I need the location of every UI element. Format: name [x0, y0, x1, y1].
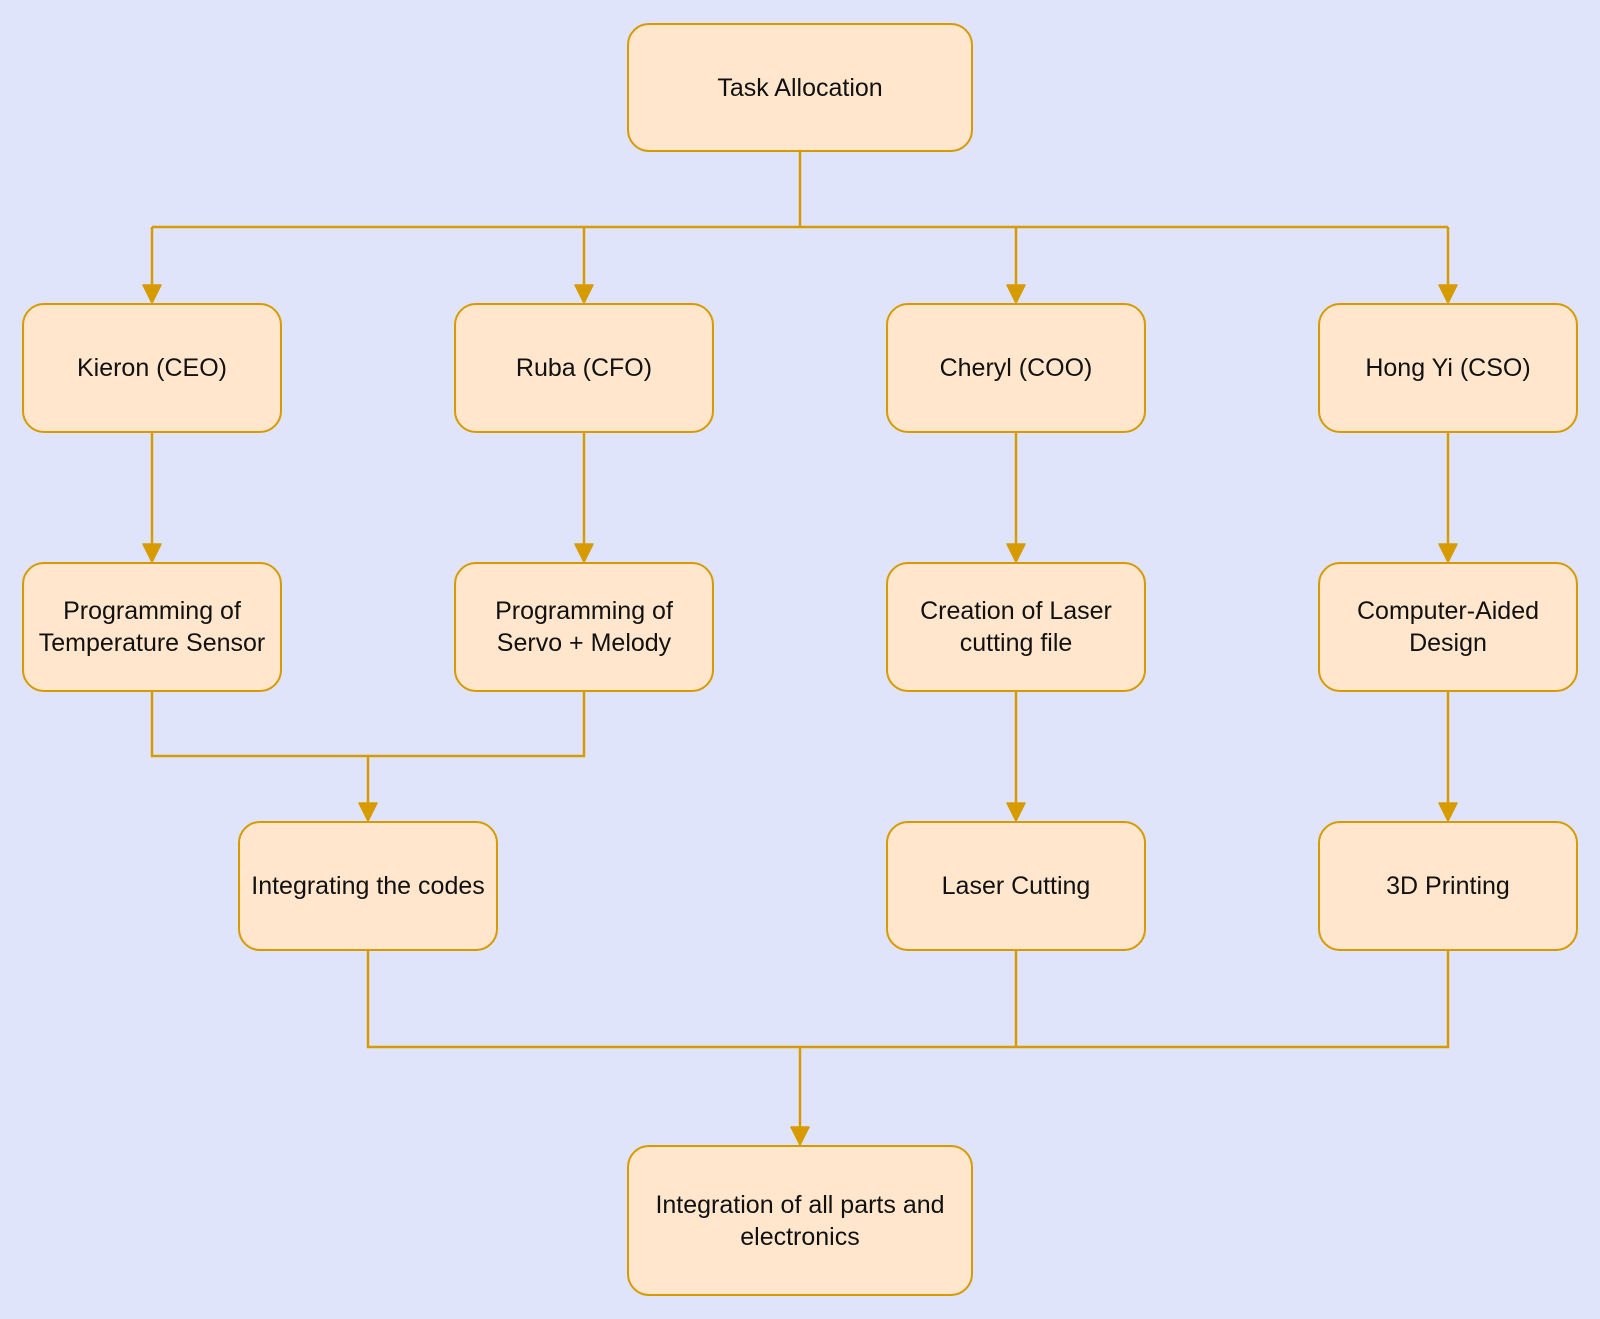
node-label: Ruba (CFO): [515, 354, 653, 382]
node-programming-temperature-sensor: Programming of Temperature Sensor: [22, 562, 282, 692]
node-integration-all-parts: Integration of all parts and electronics: [627, 1145, 973, 1296]
arrowhead-programming-servo: [574, 543, 594, 563]
arrowhead-cad: [1438, 543, 1458, 563]
node-label: Task Allocation: [717, 73, 883, 102]
node-laser-cutting: Laser Cutting: [886, 821, 1146, 951]
node-label: Programming of Temperature Sensor: [38, 597, 266, 657]
arrowhead-laser-file: [1006, 543, 1026, 563]
arrowhead-programming-temperature: [142, 543, 162, 563]
arrowhead-ruba: [574, 284, 594, 304]
node-label: Computer-Aided Design: [1356, 597, 1540, 657]
node-label: Programming of Servo + Melody: [495, 597, 673, 657]
arrowhead-hongyi: [1438, 284, 1458, 304]
arrowhead-kieron: [142, 284, 162, 304]
node-kieron-ceo: Kieron (CEO): [22, 303, 282, 433]
arrowhead-3d-printing: [1438, 802, 1458, 822]
node-computer-aided-design: Computer-Aided Design: [1318, 562, 1578, 692]
connector-programming-merge: [150, 692, 586, 758]
arrowhead-integrating-codes: [358, 802, 378, 822]
node-programming-servo-melody: Programming of Servo + Melody: [454, 562, 714, 692]
arrowhead-laser-cutting: [1006, 802, 1026, 822]
node-task-allocation: Task Allocation: [627, 23, 973, 152]
node-label: Kieron (CEO): [76, 354, 228, 382]
node-label: 3D Printing: [1386, 872, 1510, 900]
node-ruba-cfo: Ruba (CFO): [454, 303, 714, 433]
node-hong-yi-cso: Hong Yi (CSO): [1318, 303, 1578, 433]
node-integrating-codes: Integrating the codes: [238, 821, 498, 951]
node-3d-printing: 3D Printing: [1318, 821, 1578, 951]
node-label: Laser Cutting: [941, 872, 1091, 900]
node-label: Cheryl (COO): [939, 354, 1093, 382]
node-label: Hong Yi (CSO): [1365, 354, 1531, 382]
node-label: Integration of all parts and electronics: [655, 1190, 945, 1251]
node-creation-laser-cutting-file: Creation of Laser cutting file: [886, 562, 1146, 692]
node-label: Integrating the codes: [251, 872, 485, 900]
arrowhead-integration-all: [790, 1126, 810, 1146]
node-cheryl-coo: Cheryl (COO): [886, 303, 1146, 433]
node-label: Creation of Laser cutting file: [920, 597, 1112, 657]
arrowhead-cheryl: [1006, 284, 1026, 304]
connector-final-merge: [366, 951, 1450, 1049]
